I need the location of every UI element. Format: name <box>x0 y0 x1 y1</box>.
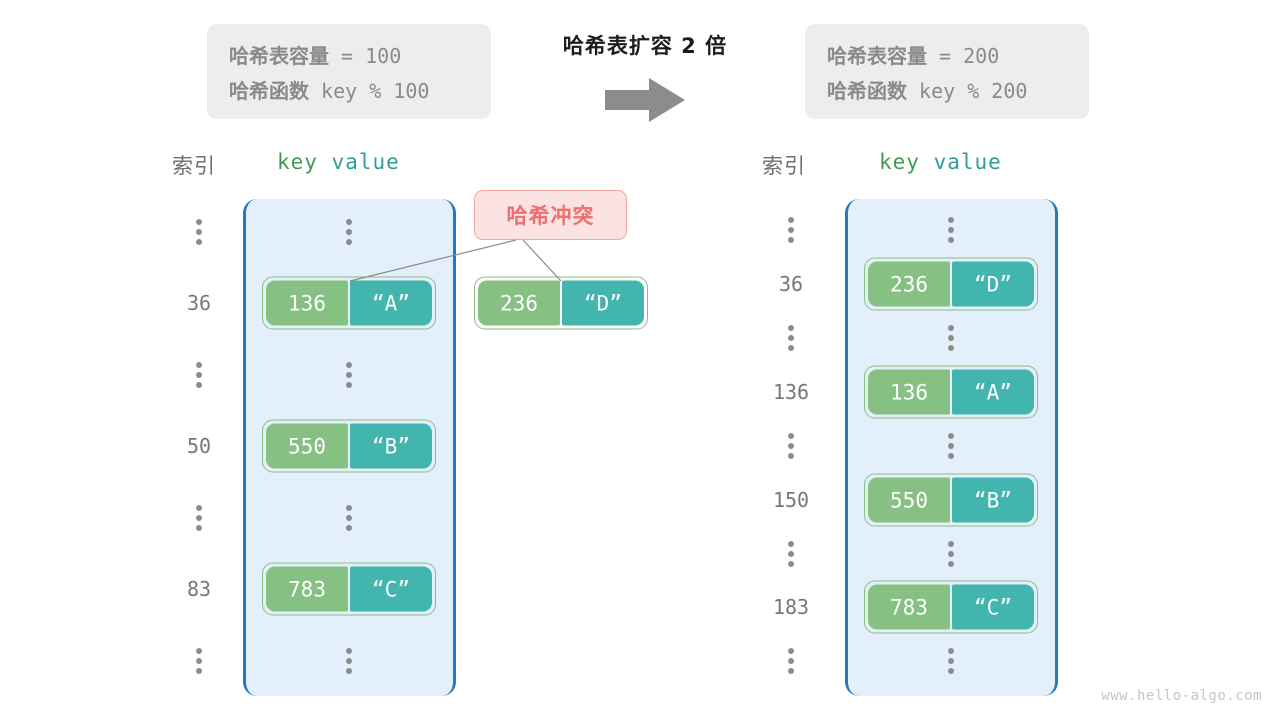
right-index-36: 36 <box>778 272 804 296</box>
key-header-right: key <box>879 150 920 174</box>
key-cell: 783 <box>266 566 348 612</box>
value-header-right: value <box>933 150 1002 174</box>
right-index-ellipsis-6 <box>779 541 803 567</box>
right-index-ellipsis-2 <box>779 325 803 351</box>
value-cell: “C” <box>952 584 1034 630</box>
value-cell: “A” <box>952 369 1034 415</box>
left-row-ellipsis-2 <box>337 362 361 388</box>
watermark: www.hello-algo.com <box>1101 688 1262 704</box>
left-overflow-entry[interactable]: 236“D” <box>474 276 648 330</box>
left-index-ellipsis-6 <box>187 648 211 674</box>
right-index-150: 150 <box>772 488 810 512</box>
right-entry-783[interactable]: 783“C” <box>864 580 1038 634</box>
key-cell: 236 <box>868 261 950 307</box>
left-index-ellipsis-2 <box>187 362 211 388</box>
value-cell: “D” <box>562 280 644 326</box>
right-row-ellipsis-0 <box>939 217 963 243</box>
index-header-right: 索引 <box>762 154 806 178</box>
key-header-left: key <box>277 150 318 174</box>
right-index-183: 183 <box>772 595 810 619</box>
right-index-ellipsis-4 <box>779 433 803 459</box>
left-entry-783[interactable]: 783“C” <box>262 562 436 616</box>
left-index-ellipsis-0 <box>187 219 211 245</box>
right-index-ellipsis-0 <box>779 217 803 243</box>
kv-header-right: key value <box>879 150 1002 174</box>
key-cell: 236 <box>478 280 560 326</box>
value-cell: “B” <box>952 477 1034 523</box>
value-cell: “B” <box>350 423 432 469</box>
value-header-left: value <box>331 150 400 174</box>
left-row-ellipsis-6 <box>337 648 361 674</box>
left-row-ellipsis-0 <box>337 219 361 245</box>
capacity-line-after: 哈希表容量 = 200 <box>827 40 1067 69</box>
right-row-ellipsis-6 <box>939 541 963 567</box>
left-entry-550[interactable]: 550“B” <box>262 419 436 473</box>
key-cell: 550 <box>868 477 950 523</box>
right-row-ellipsis-4 <box>939 433 963 459</box>
left-row-ellipsis-4 <box>337 505 361 531</box>
left-index-36: 36 <box>186 291 212 315</box>
right-entry-136[interactable]: 136“A” <box>864 365 1038 419</box>
left-entry-136[interactable]: 136“A” <box>262 276 436 330</box>
function-expr-before: key % 100 <box>309 78 430 103</box>
left-index-83: 83 <box>186 577 212 601</box>
function-label-after: 哈希函数 <box>827 78 907 103</box>
key-cell: 550 <box>266 423 348 469</box>
function-line-before: 哈希函数 key % 100 <box>229 75 469 104</box>
capacity-expr-before: = 100 <box>329 43 402 68</box>
collision-badge: 哈希冲突 <box>474 190 627 240</box>
right-row-ellipsis-2 <box>939 325 963 351</box>
right-row-ellipsis-8 <box>939 648 963 674</box>
index-header-left: 索引 <box>172 154 216 178</box>
kv-header-left: key value <box>277 150 400 174</box>
value-cell: “D” <box>952 261 1034 307</box>
right-arrow-icon <box>605 78 685 122</box>
right-entry-550[interactable]: 550“B” <box>864 473 1038 527</box>
right-entry-236[interactable]: 236“D” <box>864 257 1038 311</box>
key-cell: 136 <box>868 369 950 415</box>
capacity-expr-after: = 200 <box>927 43 1000 68</box>
function-expr-after: key % 200 <box>907 78 1028 103</box>
key-cell: 136 <box>266 280 348 326</box>
right-index-ellipsis-8 <box>779 648 803 674</box>
function-label-before: 哈希函数 <box>229 78 309 103</box>
left-index-50: 50 <box>186 434 212 458</box>
capacity-label-before: 哈希表容量 <box>229 43 329 68</box>
value-cell: “A” <box>350 280 432 326</box>
transform-title: 哈希表扩容 2 倍 <box>562 34 728 58</box>
hash-config-before: 哈希表容量 = 100 哈希函数 key % 100 <box>207 24 491 119</box>
hash-config-after: 哈希表容量 = 200 哈希函数 key % 200 <box>805 24 1089 119</box>
right-index-136: 136 <box>772 380 810 404</box>
capacity-line-before: 哈希表容量 = 100 <box>229 40 469 69</box>
function-line-after: 哈希函数 key % 200 <box>827 75 1067 104</box>
capacity-label-after: 哈希表容量 <box>827 43 927 68</box>
left-index-ellipsis-4 <box>187 505 211 531</box>
key-cell: 783 <box>868 584 950 630</box>
value-cell: “C” <box>350 566 432 612</box>
